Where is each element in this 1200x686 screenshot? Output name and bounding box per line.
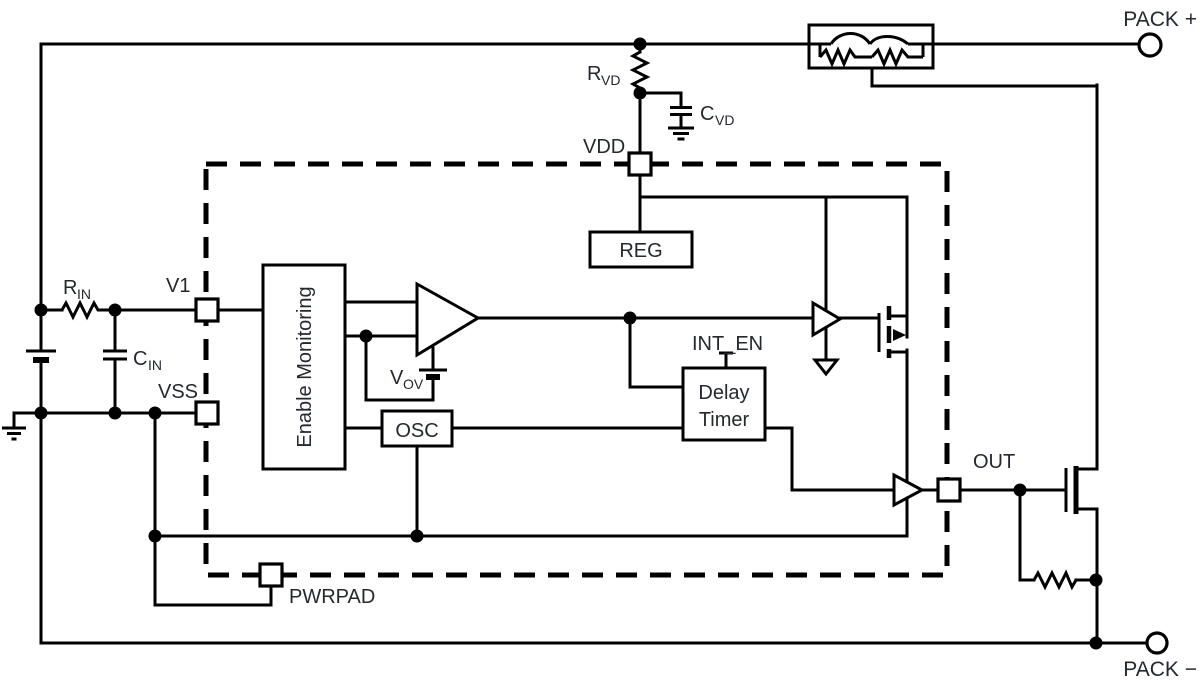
cin-label-sub: IN: [148, 357, 162, 373]
inten-label: INT_EN: [692, 333, 763, 355]
wires: [2, 42, 1149, 645]
resistor-rvd: [629, 50, 651, 90]
wire-vov-loop: [364, 334, 435, 402]
out-label: OUT: [973, 451, 1015, 473]
rvd-label-sub: VD: [601, 72, 620, 88]
pin-out: [936, 477, 962, 503]
resistor-rin: [60, 299, 100, 321]
reg-block: [588, 230, 694, 269]
comparator-icon: [415, 281, 481, 358]
pin-vdd: [627, 151, 653, 177]
cvd-label: C: [700, 103, 714, 125]
pin-vss: [194, 400, 220, 426]
vov-label: V: [390, 367, 404, 389]
osc-label: OSC: [395, 420, 438, 442]
osc-block: [380, 409, 454, 448]
enable-monitoring-label: Enable Monitoring: [294, 286, 316, 447]
reg-label: REG: [619, 240, 662, 262]
pack-plus-label: PACK +: [1123, 8, 1197, 31]
delay-timer-block: [681, 366, 767, 442]
wire-cvd-top: [638, 91, 683, 108]
capacitor-cvd: [670, 106, 692, 116]
ground-icon: [2, 426, 26, 441]
cin-label: C: [133, 348, 147, 370]
rvd-label: R: [587, 63, 601, 85]
pack-plus-terminal: [1137, 32, 1163, 58]
v1-label: V1: [166, 275, 190, 297]
vdd-label: VDD: [583, 136, 625, 158]
resistor-gate: [1032, 569, 1078, 591]
pack-minus-label: PACK −: [1123, 658, 1197, 681]
pwrpad-label: PWRPAD: [289, 586, 375, 608]
external-mosfet-icon: [1064, 466, 1099, 514]
pack-minus-terminal: [1145, 631, 1169, 655]
cvd-ground-icon: [668, 126, 694, 141]
wire-comp-to-delay: [628, 316, 685, 389]
out-driver-icon: [892, 472, 926, 508]
wire-gate-res-left: [1018, 488, 1036, 582]
junction-dots: [34, 37, 1103, 650]
vss-label: VSS: [158, 381, 198, 403]
pin-pwrpad: [258, 562, 284, 588]
internal-mosfet-icon: [886, 306, 907, 358]
delay-timer-label-2: Timer: [699, 409, 750, 431]
delay-timer-label-1: Delay: [698, 382, 749, 404]
fuse-icon: [807, 23, 935, 70]
cvd-label-sub: VD: [715, 112, 734, 128]
pin-v1: [194, 297, 220, 323]
down-arrow-icon: [811, 358, 841, 377]
wire-delay-out: [763, 426, 896, 492]
wire-pwrpad-horizontal: [153, 584, 273, 607]
enable-monitoring-block: [261, 263, 347, 471]
gate-buffer-icon: [811, 300, 843, 338]
battery-icon: [26, 349, 56, 363]
rin-label: R: [63, 277, 77, 299]
vov-label-sub: OV: [403, 376, 424, 392]
rin-label-sub: IN: [77, 286, 91, 302]
